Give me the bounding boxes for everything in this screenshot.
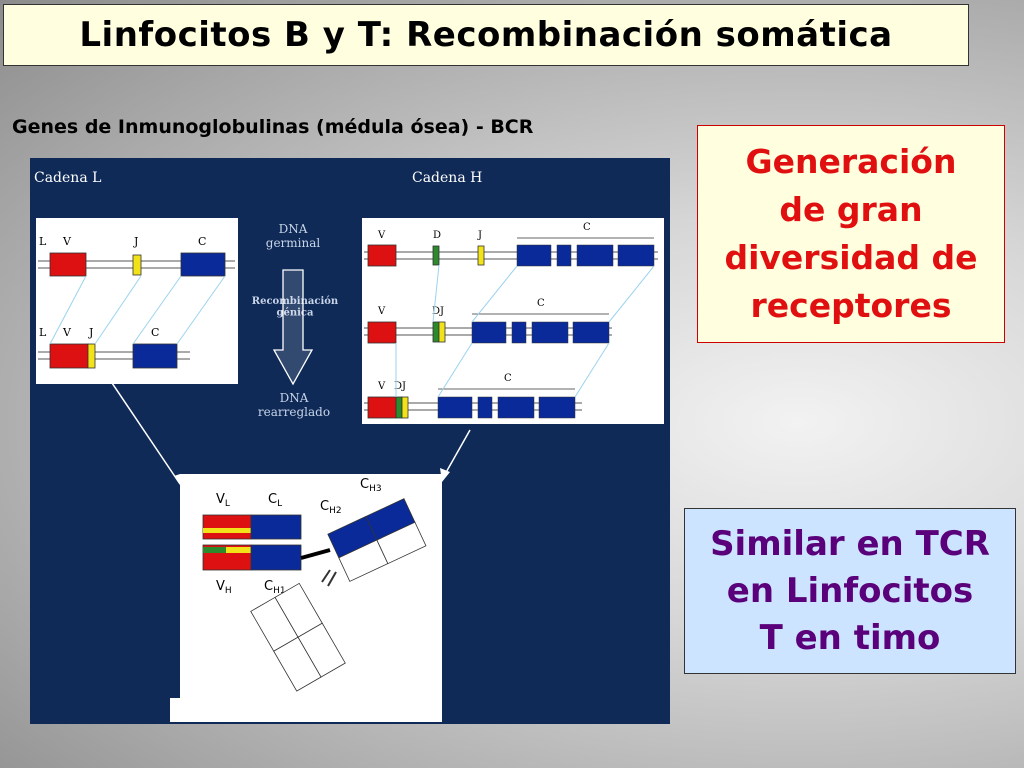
diversity-note: Generación de gran diversidad de recepto… [697,125,1005,343]
heavy-VDJ-D-segment [395,396,403,419]
heavy-chain-panel: V D J C V DJ C V DJ C [362,218,664,424]
antibody-CH2-label: CH2 [320,499,342,516]
light-VJ-V-segment [49,343,89,369]
figure-subtitle: Genes de Inmunoglobulinas (médula ósea) … [12,116,534,138]
antibody-CL-label: CL [268,492,282,509]
dna-germinal-text: DNA [279,222,308,236]
light-to-antibody-line [109,379,181,485]
heavy-C-label-3: C [504,373,512,384]
light-J-segment [132,254,142,276]
diversity-note-text: Generación de gran diversidad de recepto… [724,142,978,325]
antibody-CL-domain [250,514,302,540]
heavy-C-label: C [583,222,591,233]
heavy-VDJ-J-segment [401,396,409,419]
light-C-segment [180,252,226,277]
down-arrow-icon [272,269,314,386]
light-J-label-2: J [88,326,93,339]
tcr-note-text: Similar en TCR en Linfocitos T en timo [710,523,990,658]
antibody-VH-label: VH [216,579,232,596]
heavy-V-label: V [377,230,386,241]
tcr-note: Similar en TCR en Linfocitos T en timo [684,508,1016,674]
light-C-label: C [198,235,206,248]
heavy-C-label-2: C [537,298,545,309]
dna-rearranged-text-line-2: rearreglado [258,405,330,419]
title-box: Linfocitos B y T: Recombinación somática [3,4,969,66]
recombination-text-line-2: génica [277,308,315,319]
antibody-CH1-label: CH1 [264,579,286,596]
light-J-label: J [133,235,138,248]
heavy-J-segment [477,245,485,266]
dna-rearranged-text: DNA [280,391,309,405]
light-VJ-J-segment [87,343,96,369]
light-chain-panel: L V J C L V J C [36,218,238,384]
light-V-label: V [62,235,72,248]
heavy-DJ-label-2: DJ [394,381,406,392]
heavy-D-label: D [433,230,441,241]
light-C-label-2: C [151,326,159,339]
light-V-segment [49,252,87,277]
heavy-J-label: J [477,230,482,241]
heavy-DJ-label: DJ [432,306,444,317]
antibody-VL-domain [202,514,252,540]
light-L-label: L [39,235,47,248]
recombination-text: Recombinación [252,296,339,307]
dna-germinal-text-line-2: germinal [266,236,321,250]
heavy-DJ-D-segment [432,321,440,343]
heavy-V-segment [367,244,397,267]
light-rearranged-C-segment [132,343,178,369]
heavy-V-label-2: V [377,306,386,317]
light-L-label-2: L [39,326,47,339]
antibody-CH3-label: CH3 [360,477,382,494]
antibody-panel: VL CL VH CH1 CH2 CH3 [170,474,442,722]
heavy-DJ-J-segment [438,321,446,343]
heavy-chain-label: Cadena H [412,170,482,186]
heavy-V-label-3: V [377,381,386,392]
heavy-D-segment [432,245,440,266]
light-V-label-2: V [62,326,72,339]
light-chain-label: Cadena L [34,170,101,186]
antibody-VL-label: VL [216,492,230,509]
heavy-C-segment [617,244,655,267]
antibody-CH1-domain [250,544,302,571]
heavy-to-antibody-line [443,429,471,477]
slide-title: Linfocitos B y T: Recombinación somática [79,15,893,55]
